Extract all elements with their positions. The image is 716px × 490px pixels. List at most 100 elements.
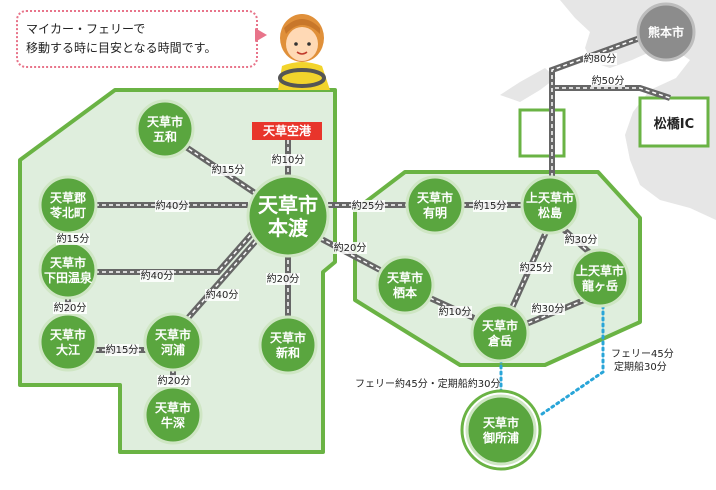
road-centerline [551, 37, 641, 177]
balloon-line-2: 移動する時に目安となる時間です。 [26, 41, 217, 55]
road-centerline [95, 229, 256, 273]
node-label: 龍ヶ岳 [582, 278, 618, 293]
node-circle [375, 255, 435, 315]
node-circle [520, 175, 580, 235]
node-circle [405, 175, 465, 235]
ferry-note-ryugatake-1: フェリー45分 [611, 348, 674, 360]
road-label-ariake-matsushima: 約15分 [474, 199, 507, 212]
speech-balloon-tail [255, 28, 267, 42]
node-label: 天草市 [50, 327, 86, 342]
node-kumamoto: 熊本市 [636, 2, 696, 62]
node-label: 御所浦 [482, 430, 519, 445]
road-label-bg [56, 233, 90, 245]
road-label-bg [519, 262, 553, 274]
road-label-hondo-himedo: 約20分 [334, 241, 367, 254]
road-label-shimoda-oe: 約20分 [54, 301, 87, 314]
road-label-kawaura-ushibuka: 約20分 [158, 374, 191, 387]
ferry-note-ryugatake-2: 定期船30分 [614, 360, 667, 373]
node-label: 上天草市 [576, 263, 624, 278]
road-label-bg [438, 306, 472, 318]
node-label: 天草市 [270, 330, 306, 345]
road-label-kawaura-hondo: 約40分 [206, 288, 239, 301]
road-label-matsushima-kumamoto: 約80分 [584, 52, 617, 65]
node-circle [135, 99, 195, 159]
matsubase-ic-box [638, 96, 710, 148]
road-label-matsushima-matsubase: 約50分 [592, 74, 625, 87]
node-label: 天草市 [482, 318, 518, 333]
node-circle [143, 312, 203, 372]
node-label: 天草市 [417, 190, 453, 205]
node-label: 有明 [423, 205, 447, 220]
node-label: 苓北町 [49, 205, 86, 220]
node-circle [636, 2, 696, 62]
ferry-note-kuraoke: フェリー約45分・定期船約30分 [355, 377, 500, 390]
road-label-reihoku-shimoda: 約15分 [57, 232, 90, 245]
node-label: 上天草市 [526, 190, 574, 205]
node-circle [465, 394, 537, 466]
airport-badge: 天草空港 [252, 122, 322, 140]
road-label-bg [155, 200, 189, 212]
road-label-bg [271, 154, 305, 166]
node-label: 天草市 [155, 327, 191, 342]
node-label: 松島 [538, 205, 562, 220]
node-circle [570, 248, 630, 308]
node-label: 天草市 [483, 415, 519, 430]
speech-balloon [16, 10, 258, 68]
node-label: 天草市 [258, 193, 318, 217]
road-label-bg [157, 375, 191, 387]
road-label-bg [211, 164, 245, 176]
road-centerline [187, 233, 263, 319]
steering-wheel-icon [278, 68, 326, 88]
road-label-oe-kawaura: 約15分 [106, 343, 139, 356]
node-label: 新和 [276, 345, 300, 360]
road-label-reihoku-hondo: 約40分 [156, 199, 189, 212]
place-nodes: 天草市本渡天草市五和天草郡苓北町天草市下田温泉天草市大江天草市河浦天草市牛深天草… [38, 2, 696, 471]
road-label-bg [583, 53, 617, 65]
node-label: 牛深 [161, 415, 185, 430]
ferry-routes [499, 298, 605, 416]
node-label: 大江 [56, 342, 80, 357]
road-label-bg [333, 242, 367, 254]
node-label: 五和 [153, 129, 177, 144]
road-label-bg [140, 270, 174, 282]
speech-balloon-text: マイカー・フェリーで 移動する時に目安となる時間です。 [26, 20, 256, 58]
road-label-bg [351, 200, 385, 212]
road-label-bg [266, 273, 300, 285]
balloon-line-1: マイカー・フェリーで [26, 22, 146, 36]
island-box [518, 108, 566, 158]
road-label-matsushima-kuraoke: 約25分 [520, 261, 553, 274]
node-label: 河浦 [160, 342, 185, 357]
node-label: 天草郡 [50, 190, 86, 205]
road-centerline [561, 227, 591, 254]
road-label-shimoda-hondo: 約40分 [141, 269, 174, 282]
matsubase-ic-label: 松橋IC [654, 116, 694, 132]
node-label: 天草市 [50, 255, 86, 270]
node-label: 熊本市 [648, 25, 684, 40]
road-label-himedo-kuraoke: 約10分 [439, 305, 472, 318]
road-label-hondo-ariake: 約25分 [352, 199, 385, 212]
node-label: 栖本 [393, 285, 417, 300]
road-label-matsushima-ryugatake: 約30分 [565, 233, 598, 246]
node-label: 天草市 [147, 114, 183, 129]
road-label-bg [591, 75, 625, 87]
road-label-bg [531, 303, 565, 315]
road-time-labels: 約10分約15分約40分約15分約40分約20分約15分約40分約20分約20分… [53, 52, 625, 387]
node-circle [258, 315, 318, 375]
node-label: 天草市 [155, 400, 191, 415]
node-circle [470, 303, 530, 363]
road-label-airport-hondo: 約10分 [272, 153, 305, 166]
node-circle [246, 174, 330, 258]
road-label-hondo-shinwa: 約20分 [267, 272, 300, 285]
